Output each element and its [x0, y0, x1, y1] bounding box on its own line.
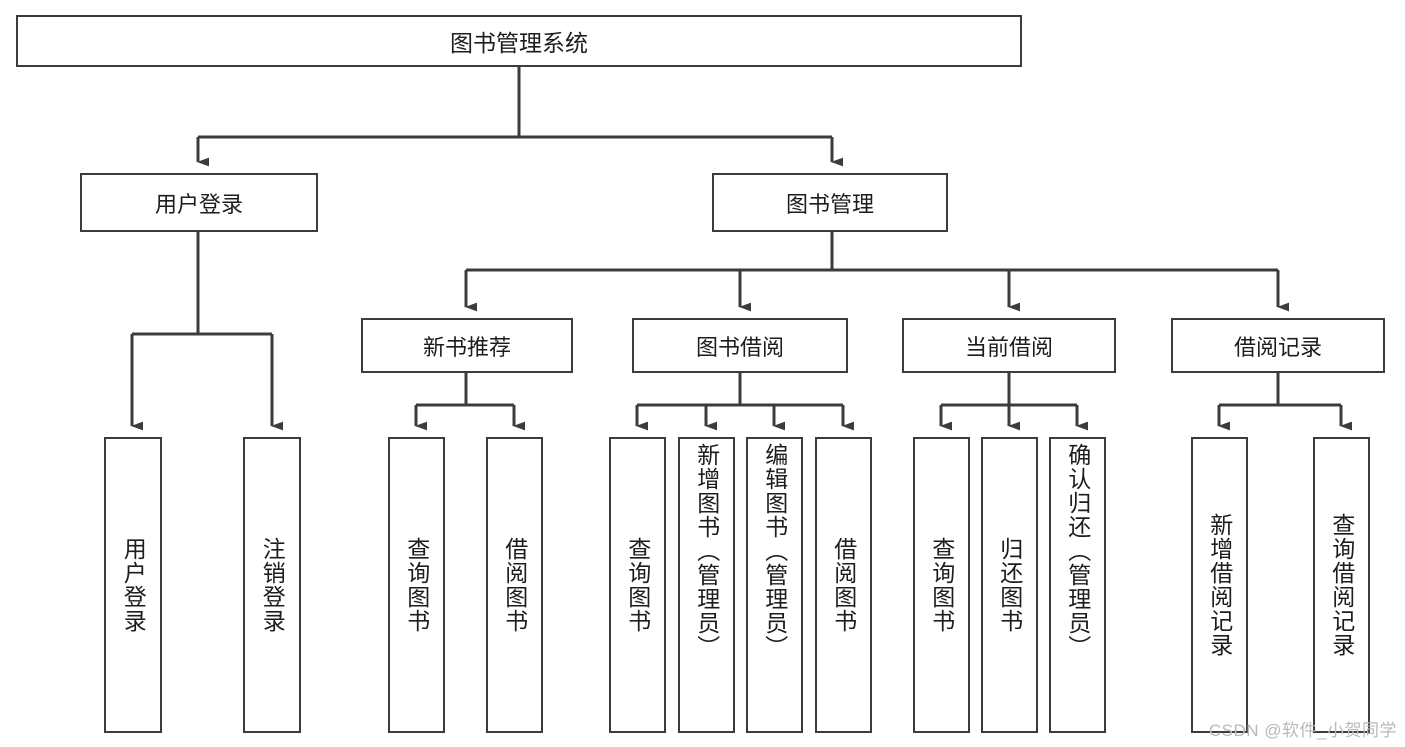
leaf-text-wrap: 借阅图书: [817, 439, 870, 731]
leaf-text-wrap: 查询图书: [611, 439, 664, 731]
node-label: 查询图书: [928, 537, 955, 633]
node-leaf-query-books-new[interactable]: 查询图书: [388, 437, 445, 733]
node-leaf-query-books-current[interactable]: 查询图书: [913, 437, 970, 733]
node-label: 借阅记录: [1233, 334, 1322, 360]
node-leaf-query-borrow-record[interactable]: 查询借阅记录: [1313, 437, 1370, 733]
node-user-login[interactable]: 用户登录: [80, 173, 318, 232]
node-current-borrow[interactable]: 当前借阅: [902, 318, 1116, 373]
node-leaf-edit-book-admin[interactable]: 编辑图书（管理员）: [746, 437, 803, 733]
node-label: 图书借阅: [695, 334, 784, 360]
node-leaf-user-login[interactable]: 用户登录: [104, 437, 162, 733]
node-label: 借阅图书: [830, 537, 857, 633]
node-leaf-confirm-return-admin[interactable]: 确认归还（管理员）: [1049, 437, 1106, 733]
node-label: 用户登录: [120, 537, 147, 633]
leaf-text-wrap: 注销登录: [245, 439, 299, 731]
node-new-book-recommend[interactable]: 新书推荐: [361, 318, 573, 373]
node-book-management[interactable]: 图书管理: [712, 173, 948, 232]
leaf-text-wrap: 借阅图书: [488, 439, 541, 731]
node-borrow-record[interactable]: 借阅记录: [1171, 318, 1385, 373]
leaf-text-wrap: 新增借阅记录: [1193, 439, 1246, 731]
node-leaf-query-books-borrow[interactable]: 查询图书: [609, 437, 666, 733]
leaf-text-wrap: 查询图书: [915, 439, 968, 731]
node-label: 查询图书: [624, 537, 651, 633]
node-label: 图书管理系统: [450, 30, 588, 56]
node-label: 新增借阅记录: [1206, 513, 1233, 657]
node-leaf-borrow-books-new[interactable]: 借阅图书: [486, 437, 543, 733]
node-label: 用户登录: [154, 191, 243, 217]
leaf-text-wrap: 归还图书: [983, 439, 1036, 731]
node-label: 注销登录: [259, 537, 286, 633]
node-label: 归还图书: [996, 537, 1023, 633]
node-label: 新书推荐: [422, 334, 511, 360]
node-leaf-add-book-admin[interactable]: 新增图书（管理员）: [678, 437, 735, 733]
node-label: 当前借阅: [964, 334, 1053, 360]
leaf-text-wrap: 用户登录: [106, 439, 160, 731]
node-label: 图书管理: [785, 191, 874, 217]
node-label: 编辑图书（管理员）: [761, 443, 788, 659]
node-label: 借阅图书: [501, 537, 528, 633]
node-leaf-return-books[interactable]: 归还图书: [981, 437, 1038, 733]
node-root-system[interactable]: 图书管理系统: [16, 15, 1022, 67]
leaf-text-wrap: 查询图书: [390, 439, 443, 731]
node-label: 查询借阅记录: [1328, 513, 1355, 657]
node-label: 查询图书: [403, 537, 430, 633]
node-label: 确认归还（管理员）: [1064, 443, 1091, 659]
leaf-text-wrap: 确认归还（管理员）: [1051, 439, 1104, 735]
leaf-text-wrap: 查询借阅记录: [1315, 439, 1368, 731]
leaf-text-wrap: 编辑图书（管理员）: [748, 439, 801, 735]
node-label: 新增图书（管理员）: [693, 443, 720, 659]
leaf-text-wrap: 新增图书（管理员）: [680, 439, 733, 735]
watermark-text: CSDN @软件_小贺同学: [1208, 721, 1397, 740]
node-book-borrow[interactable]: 图书借阅: [632, 318, 848, 373]
node-leaf-logout[interactable]: 注销登录: [243, 437, 301, 733]
node-leaf-borrow-books[interactable]: 借阅图书: [815, 437, 872, 733]
node-leaf-add-borrow-record[interactable]: 新增借阅记录: [1191, 437, 1248, 733]
